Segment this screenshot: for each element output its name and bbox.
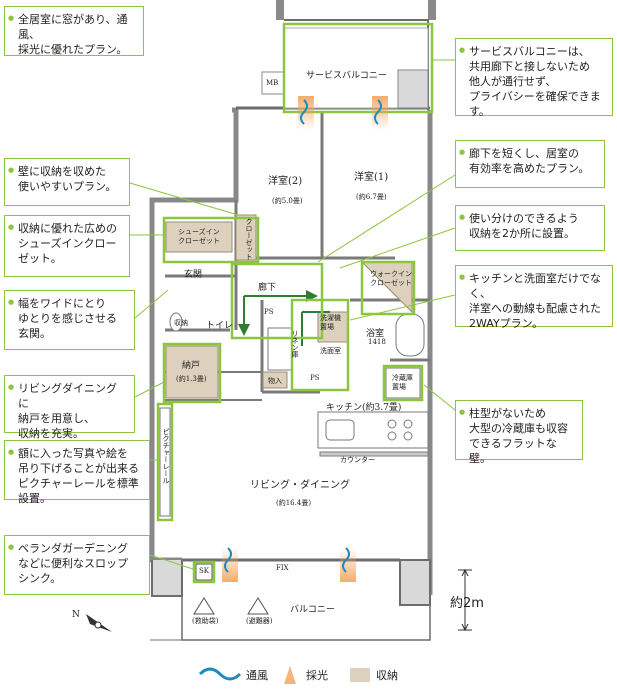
scale-label: 約2m [450, 596, 484, 611]
room-western2: 洋室(2) [268, 176, 303, 187]
room-washroom: 洗面室 [320, 347, 341, 355]
scale-bar [458, 568, 472, 632]
room-walkin: ウォークイン クローゼット [370, 270, 412, 287]
room-living-size: (約16.4畳) [276, 499, 312, 507]
room-shoes-closet: シューズイン クローゼット [178, 228, 220, 245]
room-bath: 浴室 [366, 329, 385, 339]
legend-wind-label: 通風 [246, 669, 268, 682]
picture-rail-bar [159, 407, 171, 517]
callout-slop-sink: ベランダガーデニング などに便利なスロップ シンク。 [4, 535, 150, 595]
room-entrance: 玄関 [184, 270, 203, 280]
room-fridge: 冷蔵庫 置場 [392, 374, 413, 391]
callout-nando: リビングダイニングに 納戸を用意し、 収納を充実。 [4, 375, 135, 440]
sk-box [195, 563, 213, 581]
room-toilet: トイレ [206, 321, 234, 331]
room-linen: リネン庫 [291, 330, 299, 358]
balcony-symbols [193, 597, 269, 615]
room-nando-size: (約1.3畳) [176, 375, 207, 383]
room-counter: カウンター [340, 456, 375, 464]
room-corridor: 廊下 [258, 283, 277, 293]
room-kitchen: キッチン(約3.7畳) [326, 403, 402, 413]
toilet-bowl [169, 312, 183, 332]
legend-storage-label: 収納 [376, 669, 398, 682]
airflow-indicators [222, 96, 388, 582]
room-rescue2: (避難器) [246, 617, 273, 625]
callout-kitchen-2way: キッチンと洗面室だけでなく、 洋室への動線も配慮された 2WAYプラン。 [455, 265, 613, 330]
callout-corridor: 廊下を短くし、居室の 有効率を高めたプラン。 [455, 140, 605, 188]
callout-service-balcony: サービスバルコニーは、 共用廊下と接しないため 他人が通行せず、 プライバシーを… [455, 38, 613, 118]
callout-no-pillar: 柱型がないため 大型の冷蔵庫も収容 できるフラットな壁。 [455, 400, 583, 465]
compass-label: N [72, 610, 80, 620]
legend-light-label: 採光 [306, 669, 328, 682]
callout-two-storage: 使い分けのできるよう 収納を2か所に設置。 [455, 205, 605, 251]
room-washer: 洗濯機 置場 [320, 314, 341, 331]
callout-shoes-in: 収納に優れた広めの シューズインクロー ゼット。 [4, 215, 130, 277]
room-bath-size: 1418 [368, 338, 386, 346]
room-nando: 納戸 [182, 361, 201, 371]
room-mb: MB [266, 79, 279, 87]
kitchen-counter [317, 411, 429, 457]
compass-icon [84, 614, 112, 632]
storage-areas [165, 214, 413, 399]
room-picture-rail: ピクチャーレール [162, 428, 170, 484]
room-fix: FIX [276, 564, 289, 572]
callout-wall-storage: 壁に収納を収めた 使いやすいプラン。 [4, 158, 130, 206]
callout-windows: 全居室に窓があり、通風、 採光に優れたプラン。 [4, 6, 144, 56]
room-storage-box: 収納 [174, 319, 188, 327]
room-sk: SK [199, 567, 210, 575]
room-living: リビング・ダイニング [250, 480, 350, 491]
room-closet: クローゼット [245, 218, 253, 260]
highlight-boxes [156, 22, 434, 584]
room-western2-size: (約5.0畳) [272, 197, 303, 205]
room-service-balcony: サービスバルコニー [306, 71, 387, 81]
room-rescue1: (救助袋) [192, 617, 219, 625]
room-ps2: PS [310, 374, 320, 382]
room-western1-size: (約6.7畳) [356, 193, 387, 201]
callout-picture-rail: 額に入った写真や絵を 吊り下げることが出来る ピクチャーレールを標準設置。 [4, 440, 150, 505]
callout-entrance: 幅をワイドにとり ゆとりを感じさせる 玄関。 [4, 290, 135, 350]
room-balcony: バルコニー [290, 605, 335, 615]
wash-basin [267, 327, 293, 371]
room-ps1: PS [264, 308, 274, 316]
corridor-arrows [238, 290, 330, 346]
leader-lines [129, 59, 456, 571]
room-western1: 洋室(1) [354, 172, 389, 183]
bathtub [395, 313, 425, 357]
fridge-space [385, 367, 421, 399]
legend-icons [198, 666, 370, 684]
room-storage-small: 物入 [268, 377, 282, 385]
